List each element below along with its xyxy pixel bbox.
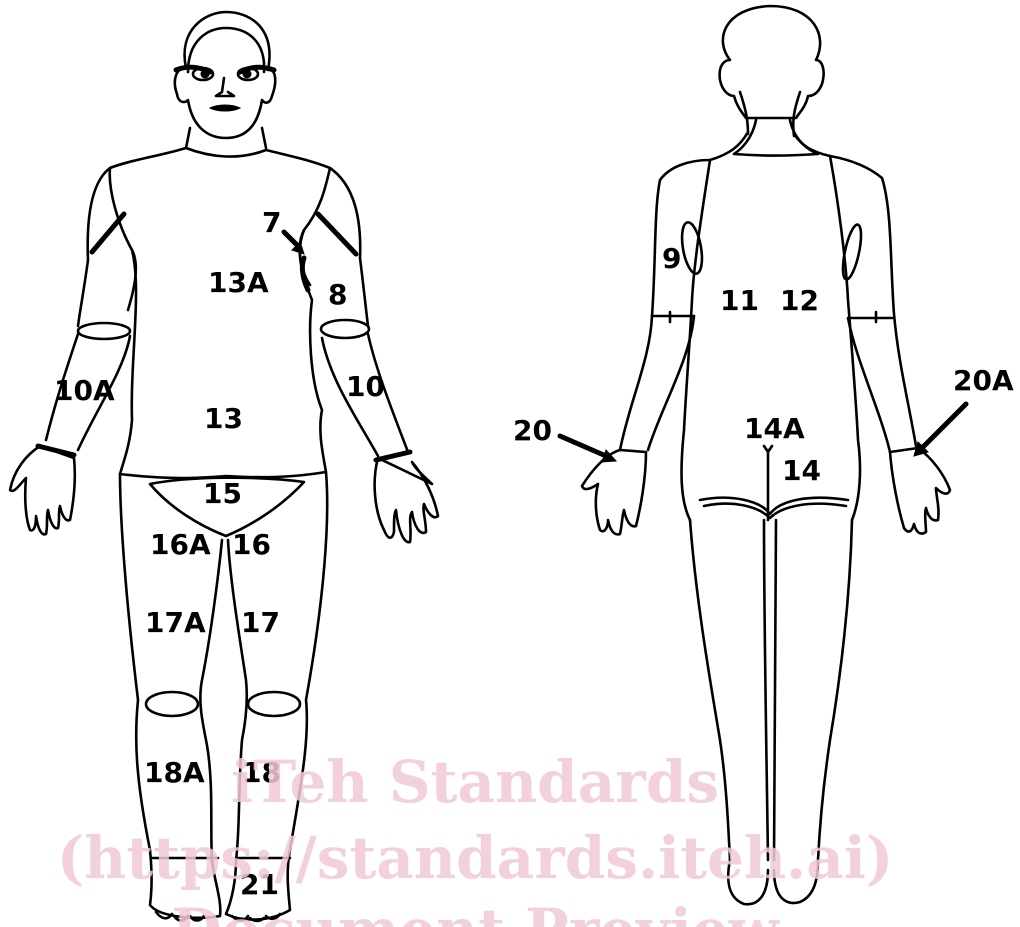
front-head bbox=[175, 12, 275, 138]
label-16: 16 bbox=[232, 528, 271, 561]
watermark-line-1: iTeh Standards bbox=[231, 748, 719, 816]
back-right-hand bbox=[890, 448, 950, 534]
label-17a: 17A bbox=[145, 606, 206, 639]
label-20a: 20A bbox=[953, 364, 1014, 397]
label-18a: 18A bbox=[144, 756, 205, 789]
label-10a: 10A bbox=[54, 374, 115, 407]
label-7: 7 bbox=[262, 206, 281, 239]
label-14: 14 bbox=[782, 454, 821, 487]
label-20: 20 bbox=[513, 414, 552, 447]
watermark-line-3: Document Preview bbox=[171, 896, 781, 927]
label-15: 15 bbox=[203, 477, 242, 510]
label-8: 8 bbox=[328, 278, 347, 311]
back-head bbox=[720, 6, 824, 118]
label-16a: 16A bbox=[150, 528, 211, 561]
label-17: 17 bbox=[241, 606, 280, 639]
label-13a: 13A bbox=[208, 266, 269, 299]
label-9: 9 bbox=[662, 242, 681, 275]
label-14a: 14A bbox=[744, 412, 805, 445]
front-left-hand bbox=[10, 446, 75, 534]
label-13: 13 bbox=[204, 402, 243, 435]
arrow-20 bbox=[560, 436, 606, 456]
label-10: 10 bbox=[346, 370, 385, 403]
watermark-line-2: (https://standards.iteh.ai) bbox=[57, 824, 894, 892]
front-right-hand bbox=[375, 458, 438, 542]
arrow-20a bbox=[922, 404, 966, 448]
back-left-hand bbox=[582, 450, 646, 534]
label-11: 11 bbox=[720, 284, 759, 317]
label-12: 12 bbox=[780, 284, 819, 317]
